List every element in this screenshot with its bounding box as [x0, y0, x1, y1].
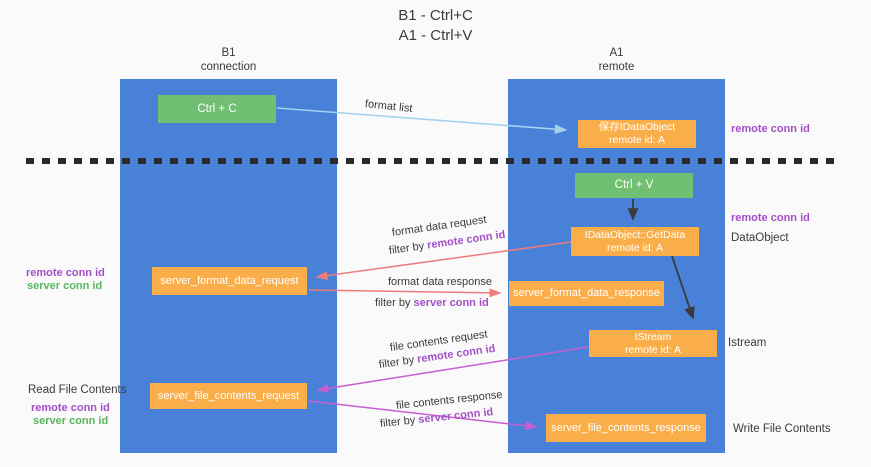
diagram-title: B1 - Ctrl+C A1 - Ctrl+V	[0, 6, 871, 46]
server-conn-id-text: server conn id	[417, 406, 494, 426]
node-save-dataobject: 保存IDataObject remote id: A	[578, 120, 696, 148]
node-server-file-contents-request: server_file_contents_request	[150, 383, 307, 409]
filter-by-text: filter by	[375, 297, 411, 309]
right-column-header: A1 remote	[508, 46, 725, 74]
node-save-dataobject-line2: remote id: A	[608, 134, 666, 146]
node-istream-line1: IStream	[634, 330, 672, 343]
left-column-subtitle: connection	[200, 61, 257, 73]
node-getdata-line1: IDataObject::GetData	[584, 228, 686, 241]
node-server-format-data-request: server_format_data_request	[152, 267, 307, 295]
title-line-2: A1 - Ctrl+V	[398, 27, 473, 44]
node-ctrl-c: Ctrl + C	[158, 95, 276, 123]
left-label-remote-conn-id: remote conn id	[26, 267, 105, 279]
node-getdata: IDataObject::GetData remote id: A	[571, 227, 699, 256]
left-label-server-conn-id-2: server conn id	[33, 415, 109, 427]
right-label-remote-conn-id-mid: remote conn id	[731, 212, 810, 224]
node-ctrl-v: Ctrl + V	[575, 173, 693, 198]
right-label-dataobject: DataObject	[731, 232, 789, 244]
right-column-subtitle: remote	[598, 61, 635, 73]
left-label-read-file-contents: Read File Contents	[28, 384, 127, 396]
left-column-header: B1 connection	[120, 46, 337, 74]
node-istream: IStream remote id: A	[589, 330, 717, 357]
label-filter-format-response: filter by server conn id	[375, 297, 489, 309]
node-istream-line2: remote id: A	[624, 343, 682, 356]
right-label-write-file-contents: Write File Contents	[733, 423, 831, 435]
node-ctrl-c-label: Ctrl + C	[197, 102, 237, 115]
node-getdata-line2: remote id: A	[606, 241, 664, 254]
left-column-name: B1	[221, 47, 236, 59]
phase-divider-dashed-line	[26, 158, 834, 164]
node-ctrl-v-label: Ctrl + V	[614, 179, 654, 191]
right-label-remote-conn-id-top: remote conn id	[731, 123, 810, 135]
label-format-data-response: format data response	[388, 276, 492, 288]
node-server-format-data-response: server_format_data_response	[509, 281, 664, 306]
left-label-server-conn-id: server conn id	[27, 280, 103, 292]
left-label-remote-conn-id-2: remote conn id	[31, 402, 110, 414]
filter-by-text: filter by	[388, 240, 425, 257]
server-conn-id-text: server conn id	[413, 297, 489, 309]
node-server-file-contents-response-label: server_file_contents_response	[551, 421, 701, 434]
format-data-response-arrow	[308, 288, 502, 298]
node-server-file-contents-request-label: server_file_contents_request	[157, 389, 300, 402]
node-server-format-data-response-label: server_format_data_response	[513, 287, 660, 299]
right-label-istream: Istream	[728, 337, 767, 349]
filter-by-text: filter by	[379, 414, 416, 430]
filter-by-text: filter by	[378, 354, 415, 371]
node-save-dataobject-line1: 保存IDataObject	[598, 121, 676, 133]
right-column-name: A1	[609, 47, 624, 59]
node-server-format-data-request-label: server_format_data_request	[160, 274, 299, 287]
title-line-1: B1 - Ctrl+C	[398, 7, 473, 24]
node-server-file-contents-response: server_file_contents_response	[546, 414, 706, 442]
label-format-list: format list	[364, 98, 414, 115]
